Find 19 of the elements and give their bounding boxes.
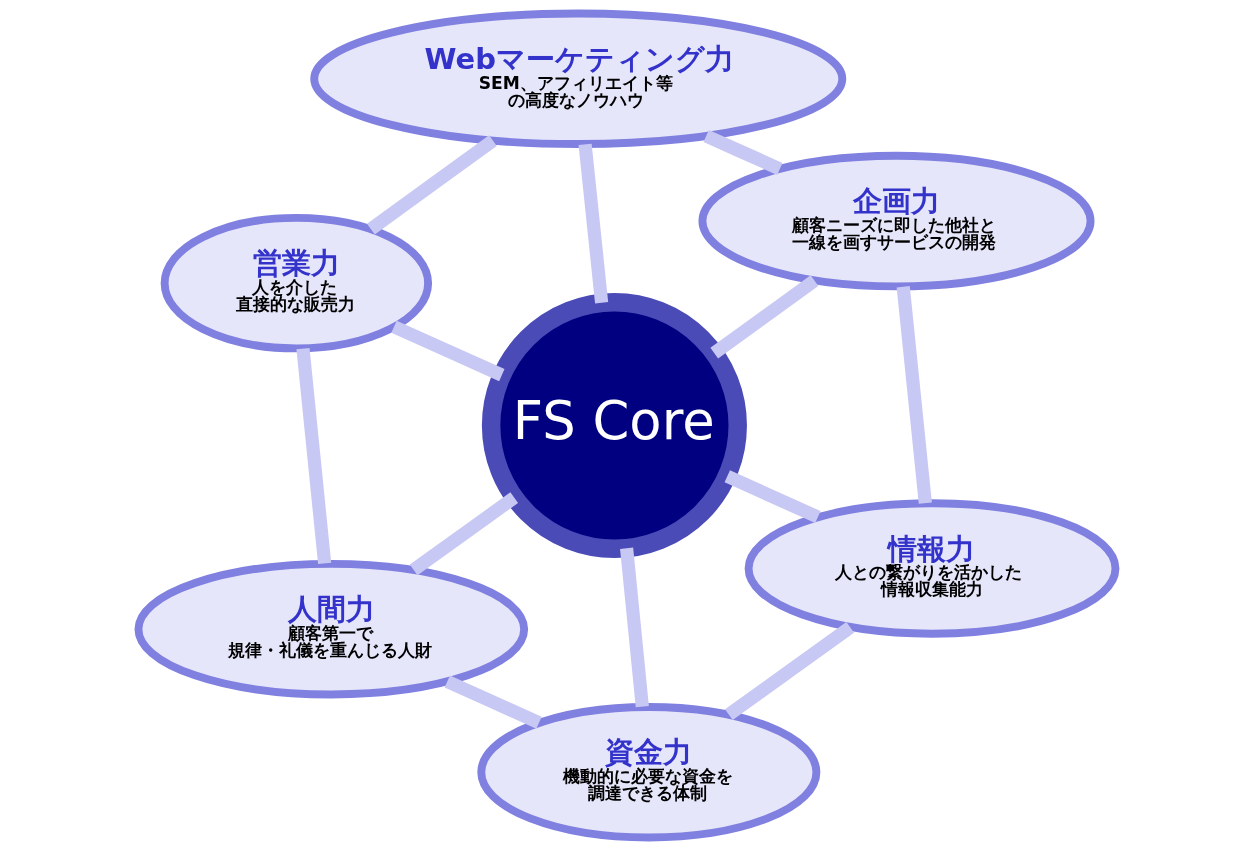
node-ellipse: 営業力 人を介した直接的な販売力 (160, 213, 432, 353)
connector (390, 320, 504, 382)
connector (703, 129, 782, 175)
connector (409, 492, 518, 576)
node-ellipse: 企画力 顧客ニーズに即した他社と一線を画すサービスの開発 (697, 151, 1094, 291)
node-ellipse: Webマーケティング力 SEM、アフィリエイト等の高度なノウハウ (309, 9, 846, 148)
connector (724, 621, 854, 720)
connector (295, 347, 331, 564)
node-ellipse: 人間力 顧客第一で規律・礼儀を重んじる人財 (134, 559, 528, 699)
connector (444, 675, 542, 729)
connector (724, 470, 821, 524)
connector (578, 143, 608, 304)
connector (709, 275, 818, 359)
node-ellipse: 情報力 人との繋がりを活かした情報収集能力 (744, 499, 1119, 638)
connector (896, 286, 932, 504)
node-circle: FS Core (481, 293, 747, 559)
node-ellipse: 資金力 機動的に必要な資金を調達できる体制 (476, 703, 820, 842)
connector (619, 547, 649, 708)
connector (366, 135, 497, 235)
